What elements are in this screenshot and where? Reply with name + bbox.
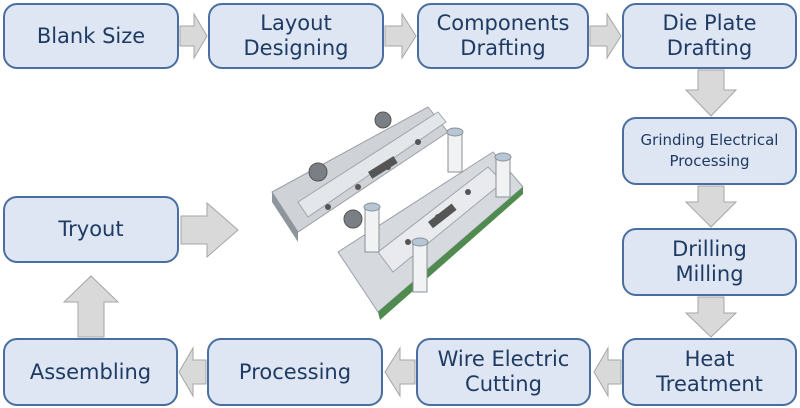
arrow-down-icon [684, 69, 738, 117]
arrow-right-icon [384, 12, 417, 60]
arrow-left-icon [178, 346, 207, 398]
arrow-up-icon [62, 275, 120, 338]
arrow-down-icon [684, 185, 738, 228]
step-processing: Processing [207, 338, 383, 406]
arrow-down-icon [684, 296, 738, 338]
arrow-right-icon [179, 12, 208, 60]
step-tryout: Tryout [3, 196, 179, 263]
arrow-right-icon [180, 201, 239, 259]
step-blank-size: Blank Size [3, 3, 179, 69]
arrow-right-icon [589, 12, 622, 60]
die-set-illustration [271, 106, 524, 320]
arrow-left-icon [593, 346, 622, 398]
step-assembling: Assembling [3, 338, 178, 406]
arrow-left-icon [384, 346, 416, 398]
